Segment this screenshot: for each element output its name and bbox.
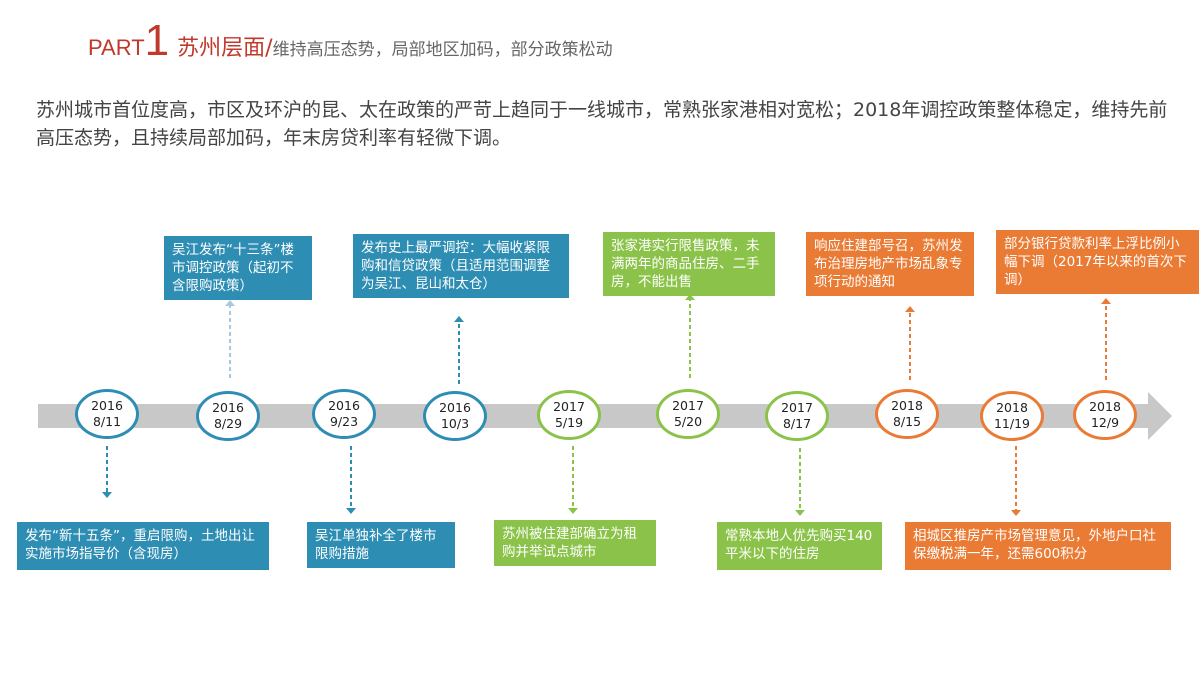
event-box-2016-9-23: 吴江单独补全了楼市限购措施 [307, 522, 455, 568]
slide-header: PART1 苏州层面/维持高压态势，局部地区加码，部分政策松动 [88, 16, 613, 66]
connector-arrowhead [568, 508, 578, 514]
connector-arrowhead [1101, 298, 1111, 304]
event-box-2018-12-9: 部分银行贷款利率上浮比例小幅下调（2017年以来的首次下调） [996, 230, 1199, 294]
connector-arrowhead [102, 492, 112, 498]
part-number: 1 [144, 16, 170, 65]
event-box-2017-8-17: 常熟本地人优先购买140平米以下的住房 [717, 522, 882, 570]
section-subtitle: 维持高压态势，局部地区加码，部分政策松动 [272, 40, 613, 60]
connector-arrowhead [905, 306, 915, 312]
event-box-2016-8-29: 吴江发布“十三条”楼市调控政策（起初不含限购政策） [164, 236, 312, 300]
connector-arrowhead [346, 508, 356, 514]
connector-arrowhead [225, 300, 235, 306]
title-slash: / [265, 36, 273, 61]
event-box-2016-8-11: 发布“新十五条”，重启限购，土地出让实施市场指导价（含现房） [17, 522, 269, 570]
part-label: PART [88, 35, 145, 60]
connector-arrowhead [1011, 510, 1021, 516]
summary-text: 苏州城市首位度高，市区及环沪的昆、太在政策的严苛上趋同于一线城市，常熟张家港相对… [36, 99, 1168, 149]
connector-arrowhead [795, 510, 805, 516]
event-box-2017-5-19: 苏州被住建部确立为租购并举试点城市 [494, 520, 656, 566]
section-title: 苏州层面 [177, 36, 266, 61]
connector-arrowhead [685, 294, 695, 300]
connector-arrowhead [454, 316, 464, 322]
event-box-2018-11-19: 相城区推房产市场管理意见，外地户口社保缴税满一年，还需600积分 [905, 522, 1171, 570]
event-box-2016-10-3: 发布史上最严调控：大幅收紧限购和信贷政策（且适用范围调整为吴江、昆山和太仓） [353, 234, 569, 298]
event-box-2018-8-15: 响应住建部号召，苏州发布治理房地产市场乱象专项行动的通知 [806, 232, 974, 296]
event-box-2017-5-20: 张家港实行限售政策，未满两年的商品住房、二手房，不能出售 [603, 232, 775, 296]
